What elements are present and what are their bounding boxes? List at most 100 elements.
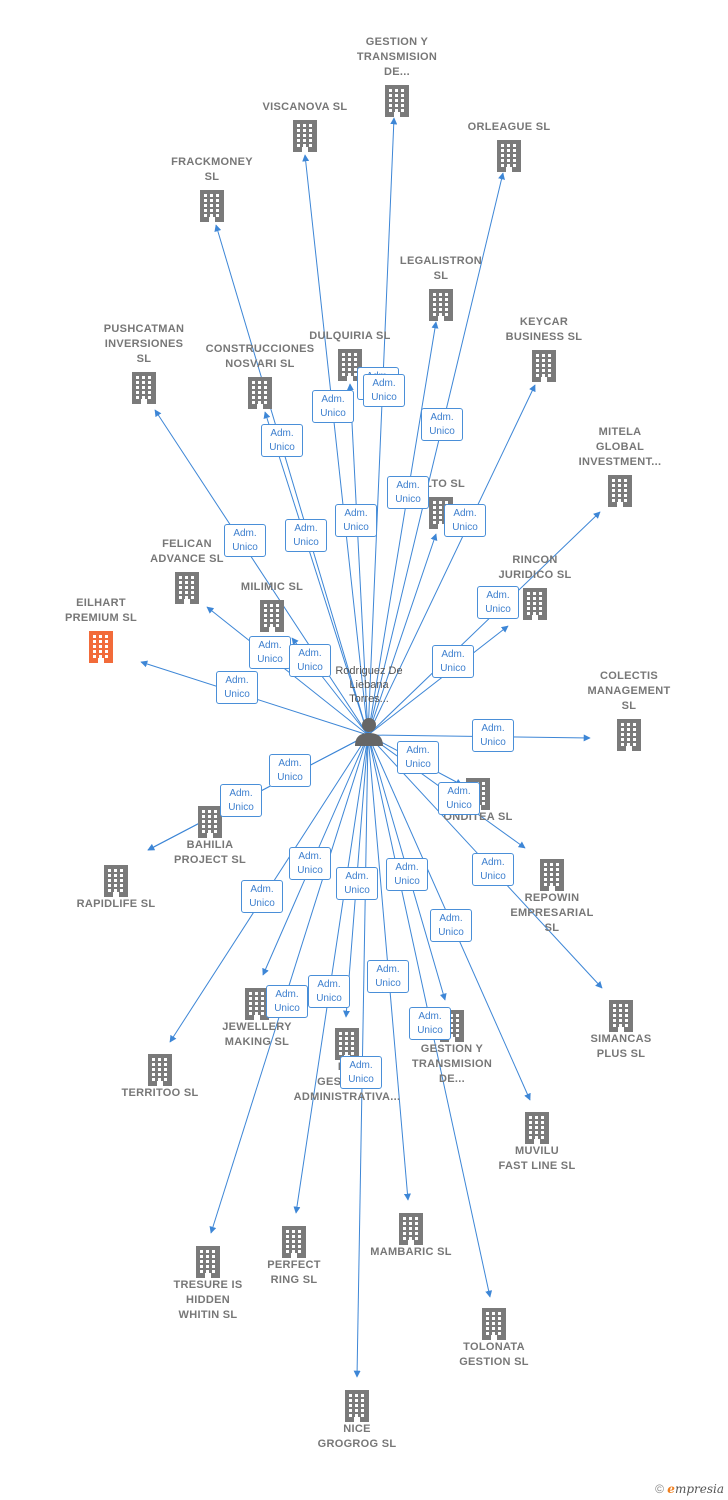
company-node-eilhart[interactable]: EILHART PREMIUM SL [36, 596, 166, 663]
role-badge-alto[interactable]: Adm. Unico [444, 504, 486, 537]
company-node-gestion1[interactable]: GESTION Y TRANSMISION DE... [332, 35, 462, 117]
company-label: SIMANCAS PLUS SL [590, 1033, 652, 1060]
role-badge-rincon[interactable]: Adm. Unico [432, 645, 474, 678]
edge-tresure [209, 734, 369, 1234]
footer-credit: © empresia [655, 1482, 724, 1496]
role-badge-dulquiria[interactable]: Adm. Unico [335, 504, 377, 537]
role-badge-tolonata[interactable]: Adm. Unico [409, 1007, 451, 1040]
edge-mitela [367, 511, 601, 736]
company-label: KEYCAR BUSINESS SL [505, 316, 583, 343]
role-badge-frackmoney[interactable]: Adm. Unico [261, 424, 303, 457]
role-badge-nice[interactable]: Adm. Unico [340, 1056, 382, 1089]
person-name: Rodriguez De Liebana Torres... [335, 665, 403, 705]
company-node-felican[interactable]: FELICAN ADVANCE SL [122, 537, 252, 604]
building-icon [175, 572, 199, 604]
company-label: RINCON JURIDICO SL [498, 554, 572, 581]
building-icon [525, 1112, 549, 1144]
company-node-rapidlife[interactable]: RAPIDLIFE SL [51, 860, 181, 912]
role-badge-keycar[interactable]: Adm. Unico [421, 408, 463, 441]
company-label: LEGALISTRON SL [399, 255, 483, 282]
role-badge-eilhart[interactable]: Adm. Unico [216, 671, 258, 704]
company-label: PUSHCATMAN INVERSIONES SL [103, 323, 185, 365]
company-node-dulquiria[interactable]: DULQUIRIA SL [285, 329, 415, 381]
building-icon [523, 588, 547, 620]
company-node-muvilu[interactable]: MUVILU FAST LINE SL [472, 1107, 602, 1174]
company-node-simancas[interactable]: SIMANCAS PLUS SL [556, 995, 686, 1062]
role-badge-orleague[interactable]: Adm. Unico [363, 374, 405, 407]
company-node-gestion2[interactable]: GESTION Y TRANSMISION DE... [387, 1005, 517, 1087]
company-label: TRESURE IS HIDDEN WHITIN SL [173, 1279, 243, 1321]
role-badge-construcciones[interactable]: Adm. Unico [285, 519, 327, 552]
company-label: TOLONATA GESTION SL [459, 1341, 529, 1368]
role-badge-muvilu[interactable]: Adm. Unico [430, 909, 472, 942]
building-icon [245, 988, 269, 1020]
company-node-colectis[interactable]: COLECTIS MANAGEMENT SL [564, 669, 694, 751]
company-node-keycar[interactable]: KEYCAR BUSINESS SL [479, 315, 609, 382]
building-icon [617, 719, 641, 751]
role-badge-jewellery[interactable]: Adm. Unico [289, 847, 331, 880]
company-label: PERFECT RING SL [267, 1259, 321, 1286]
role-badge-bahilia[interactable]: Adm. Unico [220, 784, 262, 817]
company-node-repowin[interactable]: REPOWIN EMPRESARIAL SL [487, 854, 617, 936]
building-icon [196, 1246, 220, 1278]
role-badge-legalistron[interactable]: Adm. Unico [387, 476, 429, 509]
company-node-perfect[interactable]: PERFECT RING SL [229, 1221, 359, 1288]
building-icon [345, 1390, 369, 1422]
building-icon [260, 600, 284, 632]
company-label: MUVILU FAST LINE SL [498, 1145, 576, 1172]
company-node-viscanova[interactable]: VISCANOVA SL [240, 100, 370, 152]
logo-initial: e [667, 1482, 675, 1496]
role-badge-tresure[interactable]: Adm. Unico [266, 985, 308, 1018]
company-label: GESTION Y TRANSMISION DE... [411, 1043, 493, 1085]
role-badge-repowin[interactable]: Adm. Unico [438, 782, 480, 815]
building-icon [385, 85, 409, 117]
company-node-bahilia[interactable]: BAHILIA PROJECT SL [145, 801, 275, 868]
edge-frackmoney [214, 224, 369, 736]
company-node-tresure[interactable]: TRESURE IS HIDDEN WHITIN SL [143, 1241, 273, 1323]
building-icon [609, 1000, 633, 1032]
building-icon [608, 475, 632, 507]
company-node-territoo[interactable]: TERRITOO SL [95, 1049, 225, 1101]
company-label: EILHART PREMIUM SL [64, 597, 138, 624]
role-badge-mambaric[interactable]: Adm. Unico [367, 960, 409, 993]
company-label: NICE GROGROG SL [317, 1423, 397, 1450]
building-icon [540, 859, 564, 891]
role-badge-perfect[interactable]: Adm. Unico [308, 975, 350, 1008]
company-label: JEWELLERY MAKING SL [222, 1021, 292, 1048]
role-badge-milimic[interactable]: Adm. Unico [289, 644, 331, 677]
role-badge-viscanova[interactable]: Adm. Unico [312, 390, 354, 423]
company-node-legalistron[interactable]: LEGALISTRON SL [376, 254, 506, 321]
role-badge-onditea[interactable]: Adm. Unico [397, 741, 439, 774]
company-node-pushcatman[interactable]: PUSHCATMAN INVERSIONES SL [79, 322, 209, 404]
company-label: BAHILIA PROJECT SL [173, 839, 247, 866]
copyright-symbol: © [655, 1482, 664, 1496]
role-badge-colectis[interactable]: Adm. Unico [472, 719, 514, 752]
company-node-mambaric[interactable]: MAMBARIC SL [346, 1208, 476, 1260]
person-icon [355, 718, 383, 746]
role-badge-gestoria[interactable]: Adm. Unico [336, 867, 378, 900]
role-badge-pushcatman[interactable]: Adm. Unico [224, 524, 266, 557]
role-badge-simancas[interactable]: Adm. Unico [472, 853, 514, 886]
role-badge-territoo[interactable]: Adm. Unico [241, 880, 283, 913]
role-badge-gestion2[interactable]: Adm. Unico [386, 858, 428, 891]
person-node[interactable]: Rodriguez De Liebana Torres... [334, 664, 404, 746]
edge-viscanova [302, 154, 369, 736]
company-node-tolonata[interactable]: TOLONATA GESTION SL [429, 1303, 559, 1370]
company-label: ORLEAGUE SL [467, 121, 551, 133]
company-node-orleague[interactable]: ORLEAGUE SL [444, 120, 574, 172]
company-node-milimic[interactable]: MILIMIC SL [207, 580, 337, 632]
company-node-mitela[interactable]: MITELA GLOBAL INVESTMENT... [555, 425, 685, 507]
edge-perfect [293, 734, 369, 1214]
role-badge-felican[interactable]: Adm. Unico [249, 636, 291, 669]
company-node-construcciones[interactable]: CONSTRUCCIONES NOSVARI SL [195, 342, 325, 409]
building-icon [148, 1054, 172, 1086]
role-badge-rapidlife[interactable]: Adm. Unico [269, 754, 311, 787]
empresia-logo[interactable]: empresia [667, 1482, 724, 1496]
building-icon [497, 140, 521, 172]
company-node-rincon[interactable]: RINCON JURIDICO SL [470, 553, 600, 620]
company-node-nice[interactable]: NICE GROGROG SL [292, 1385, 422, 1452]
company-node-frackmoney[interactable]: FRACKMONEY SL [147, 155, 277, 222]
company-node-jewellery[interactable]: JEWELLERY MAKING SL [192, 983, 322, 1050]
role-badge-mitela[interactable]: Adm. Unico [477, 586, 519, 619]
company-label: VISCANOVA SL [262, 101, 348, 113]
